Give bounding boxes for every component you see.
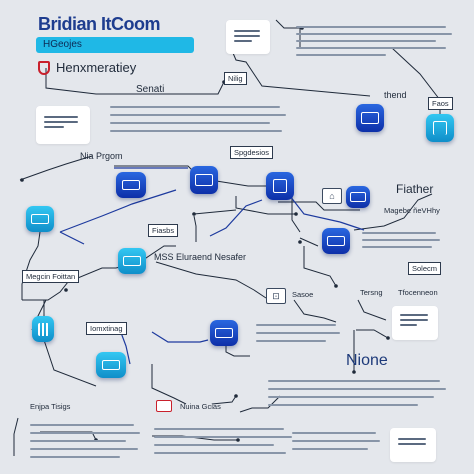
node-middle-cyan[interactable] <box>118 248 146 274</box>
top-note-card <box>226 20 270 54</box>
node-row2-b[interactable] <box>116 172 146 198</box>
label-faos: Faos <box>428 97 453 110</box>
document-icon: ⌂ <box>322 188 342 204</box>
main-heading-row: Henxmeratiey <box>38 60 136 75</box>
screen-icon <box>31 213 49 225</box>
node-mid-right[interactable] <box>322 228 350 254</box>
right-note-card <box>392 306 438 340</box>
label-enjpa-tisigs: Enjpa Tisigs <box>30 402 71 411</box>
left-note-card <box>36 106 90 144</box>
shield-icon <box>38 60 50 75</box>
label-spgdesios: Spgdesios <box>230 146 274 159</box>
top-note-lines <box>234 30 260 45</box>
node-top-right[interactable] <box>426 114 454 142</box>
screen-icon <box>350 192 366 202</box>
label-sasoe: Sasoe <box>292 290 314 299</box>
gate-icon <box>433 121 447 135</box>
label-megcin-foittan: Megcin Foittan <box>22 270 80 283</box>
node-row2-d[interactable] <box>346 186 370 208</box>
diagram-title: Bridian ItCoom <box>38 14 161 34</box>
left-note-lines <box>44 116 78 131</box>
label-fiasbs: Fiasbs <box>148 224 179 237</box>
node-row2-a[interactable] <box>190 166 218 194</box>
subtitle-bar: HGeojes <box>36 37 194 53</box>
label-tersng: Tersng <box>360 288 383 297</box>
label-solecm: Solecm <box>408 262 442 275</box>
node-lower-cyan[interactable] <box>96 352 126 378</box>
label-fiather: Fiather <box>396 182 434 196</box>
bottom-note-card <box>390 428 436 462</box>
node-row2-c[interactable] <box>266 172 294 200</box>
label-iomxtinag: Iomxtinag <box>86 322 127 335</box>
gate-icon <box>273 178 287 194</box>
screen-icon <box>327 235 345 247</box>
monitor-icon <box>101 359 121 371</box>
main-heading: Henxmeratiey <box>56 60 137 75</box>
label-nione: Nione <box>346 352 388 369</box>
grid-icon <box>37 322 49 336</box>
node-top-center[interactable] <box>356 104 384 132</box>
bottom-note-lines <box>398 438 426 448</box>
label-senati: Senati <box>136 84 165 95</box>
node-lower-mid[interactable] <box>210 320 238 346</box>
label-ms-eluraend: MSS Eluraend Nesafer <box>154 252 247 262</box>
calendar-icon <box>156 400 172 412</box>
monitor-icon <box>121 179 141 191</box>
label-thend: thend <box>384 90 407 100</box>
label-nuina-gcias: Nuina Gcias <box>180 402 221 411</box>
label-nilig: Nilig <box>224 72 247 85</box>
label-nia-prgom: Nia Prgom <box>80 151 123 161</box>
label-magebe: Magebe ñeVHhy <box>384 206 440 215</box>
node-lower-left[interactable] <box>32 316 54 342</box>
right-note-lines <box>400 314 428 329</box>
label-tfocenneon: Tfocenneon <box>398 288 438 297</box>
node-left-cyan[interactable] <box>26 206 54 232</box>
subtitle-bar-label: HGeojes <box>43 39 82 50</box>
document-icon-2: ⊡ <box>266 288 286 304</box>
screen-icon <box>361 112 379 124</box>
monitor-icon <box>195 174 213 186</box>
screen-icon <box>215 327 233 339</box>
monitor-icon <box>123 255 141 267</box>
